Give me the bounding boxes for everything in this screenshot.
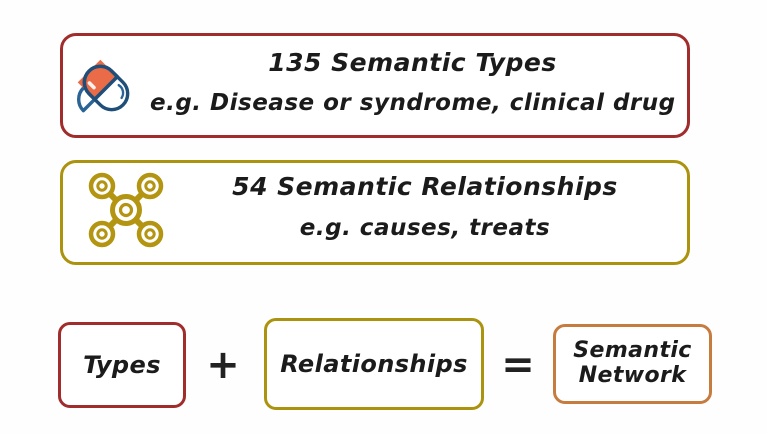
- equation-term-semantic-network: Semantic Network: [553, 324, 712, 404]
- semantic-types-card: [60, 33, 690, 138]
- plus-operator: +: [206, 342, 240, 388]
- semantic-relationships-example: e.g. causes, treats: [299, 215, 551, 241]
- network-nodes-icon: [86, 170, 166, 250]
- semantic-types-title: 135 Semantic Types: [268, 48, 557, 77]
- equation-term-relationships: Relationships: [264, 318, 484, 410]
- equation-term-semantic-network-label: Semantic Network: [573, 338, 692, 388]
- semantic-relationships-title: 54 Semantic Relationships: [232, 172, 618, 201]
- equation-term-types-label: Types: [83, 350, 161, 379]
- semantic-types-example: e.g. Disease or syndrome, clinical drug: [150, 90, 676, 116]
- equation-term-types: Types: [58, 322, 186, 408]
- equals-operator: =: [501, 342, 535, 388]
- pill-capsule-icon: [66, 48, 146, 128]
- semantic-relationships-card: [60, 160, 690, 265]
- equation-term-relationships-label: Relationships: [280, 349, 468, 378]
